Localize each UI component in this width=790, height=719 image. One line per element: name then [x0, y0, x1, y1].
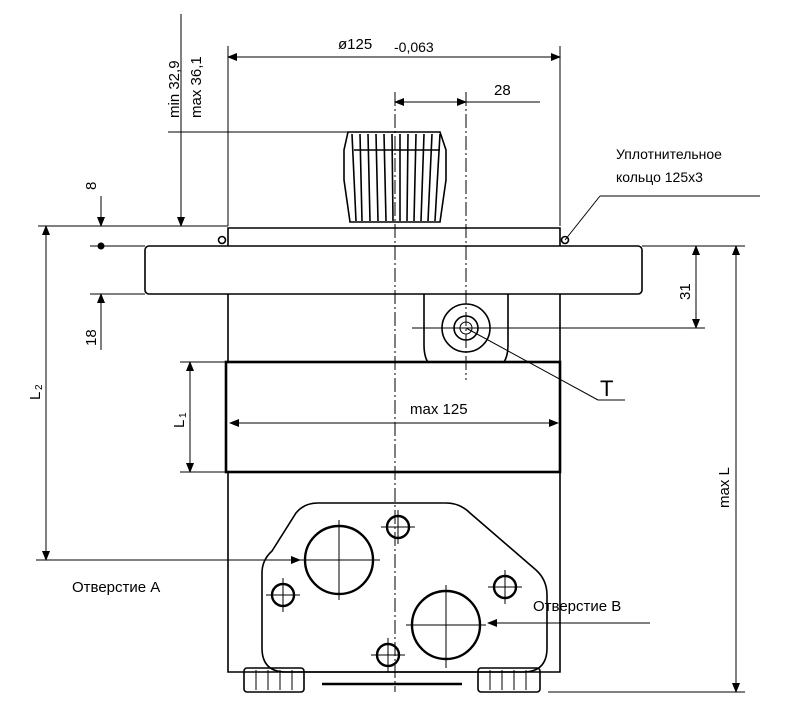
- seal-label-line1: Уплотнительное: [616, 146, 722, 162]
- dim-max-height: max 36,1: [188, 56, 205, 118]
- dim-l2-sub: 2: [34, 384, 45, 390]
- port-b-label: Отверстие B: [487, 598, 650, 627]
- dim-l2: L 2: [27, 225, 106, 561]
- drain-port-label: T: [600, 376, 613, 401]
- pilot-outline: [227, 227, 561, 246]
- seal-label-line2: кольцо 125x3: [616, 169, 703, 185]
- bolt-right: [477, 667, 541, 693]
- bolt-hole-2: [266, 578, 300, 612]
- dim-body-width: max 125: [229, 401, 559, 427]
- dim-diameter-value: ø125: [338, 36, 372, 53]
- valve-housing: [227, 472, 561, 673]
- drain-port: [441, 303, 625, 401]
- splined-shaft: [343, 131, 447, 223]
- port-plate: [261, 502, 548, 673]
- port-b-text: Отверстие B: [533, 598, 621, 615]
- main-cylinder: [224, 360, 562, 474]
- port-a-text: Отверстие A: [72, 579, 160, 596]
- bolt-hole-3: [488, 570, 522, 604]
- dim-port-height: 31: [642, 245, 745, 329]
- bolt-hole-4: [371, 638, 405, 672]
- port-b-hole: [406, 585, 486, 668]
- motor-body: [144, 227, 643, 693]
- dim-diameter-tolerance: -0,063: [394, 39, 434, 55]
- dim-l2-main: L: [27, 392, 44, 400]
- dim-max-length-value: max L: [716, 467, 733, 508]
- seal-label: Уплотнительное кольцо 125x3: [564, 146, 760, 241]
- dim-max-length: max L: [548, 245, 745, 693]
- seal-ring-left: [217, 235, 227, 245]
- dim-shaft-height: min 32,9 max 36,1: [166, 14, 440, 227]
- dim-flange: 18: [83, 293, 145, 350]
- dim-diameter: ø125 -0,063: [227, 36, 561, 226]
- dim-l1: L 1: [171, 361, 226, 473]
- dim-port-height-value: 31: [677, 283, 694, 300]
- dim-offset-value: 28: [494, 82, 511, 99]
- dim-min-height: min 32,9: [166, 60, 183, 118]
- dim-gap: 8: [38, 182, 228, 250]
- dim-l1-main: L: [171, 420, 188, 428]
- bolt-hole-1: [381, 510, 415, 544]
- port-a-label: Отверстие A: [36, 556, 301, 596]
- seal-ring-right: [560, 235, 570, 245]
- dim-flange-value: 18: [83, 329, 100, 346]
- bolt-left: [243, 667, 305, 693]
- dim-gap-value: 8: [83, 182, 100, 190]
- dim-l1-sub: 1: [178, 412, 189, 418]
- flange-outline: [144, 245, 643, 295]
- dim-offset: 28: [394, 82, 540, 106]
- dim-body-width-value: max 125: [410, 401, 468, 418]
- port-a-hole: [300, 520, 380, 600]
